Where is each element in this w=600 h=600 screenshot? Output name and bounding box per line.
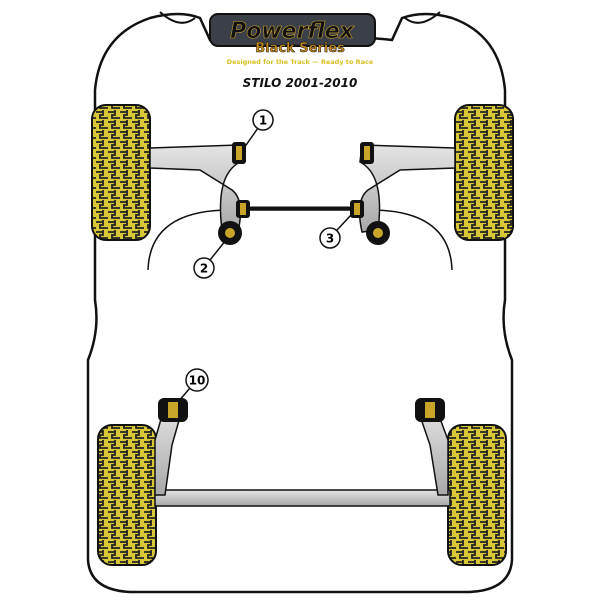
svg-text:2: 2 [200, 262, 208, 276]
front-right-wheel [454, 104, 514, 241]
bush-3-right [350, 200, 364, 218]
model-title: STILO 2001-2010 [243, 76, 358, 90]
callout-1: 1 [243, 109, 274, 149]
subframe-line [147, 209, 453, 271]
svg-text:Designed for the Track — Ready: Designed for the Track — Ready to Race [227, 58, 374, 66]
svg-text:10: 10 [189, 374, 206, 388]
svg-text:Powerflex: Powerflex [230, 19, 355, 44]
bush-1-left [232, 142, 246, 164]
bush-1-right [360, 142, 374, 164]
bush-3-left [236, 200, 250, 218]
bush-10-right [415, 398, 445, 422]
svg-text:Black Series: Black Series [255, 41, 345, 56]
callout-2: 2 [193, 239, 227, 279]
svg-text:3: 3 [326, 232, 334, 246]
rear-right-wheel [447, 424, 507, 566]
bush-10-left [158, 398, 188, 422]
front-left-wheel [91, 104, 151, 241]
rear-torsion-beam [154, 489, 451, 507]
callout-10: 10 [177, 368, 209, 403]
rear-left-wheel [97, 424, 157, 566]
callout-3: 3 [319, 213, 353, 249]
svg-text:1: 1 [259, 114, 267, 128]
powerflex-logo: Powerflex Black Series Designed for the … [209, 13, 376, 66]
